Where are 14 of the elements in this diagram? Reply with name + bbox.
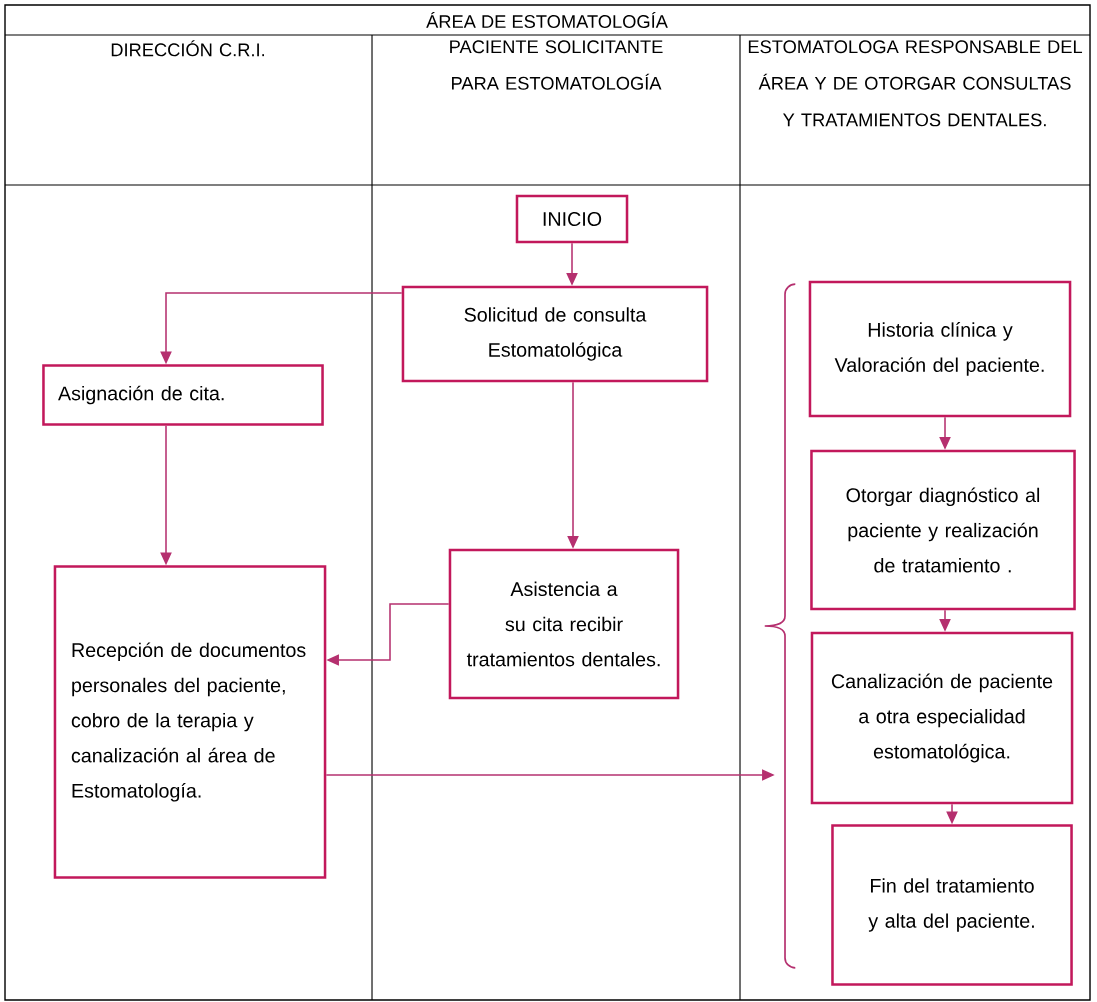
- column-header: DIRECCIÓN C.R.I.: [111, 40, 265, 57]
- process-box: Fin del tratamiento y alta del paciente.: [831, 824, 1073, 986]
- process-box: Otorgar diagnóstico al paciente y realización de tratamiento .: [810, 449, 1076, 611]
- column-header: ESTOMATOLOGA RESPONSABLE DEL ÁREA Y DE OTORGAR CONSULTAS Y TRATAMIENTOS DENTALES.: [748, 40, 1083, 127]
- process-box: Asignación de cita.: [42, 364, 324, 426]
- column-header: PACIENTE SOLICITANTE PARA ESTOMATOLOGÍA: [450, 40, 663, 90]
- process-box: Historia clínica y Valoración del paciente.: [808, 280, 1072, 418]
- process-box: Solicitud de consulta Estomatológica: [401, 285, 709, 383]
- table-title: ÁREA DE ESTOMATOLOGÍA: [426, 12, 668, 28]
- process-box: Asistencia a su cita recibir tratamientos dentales.: [448, 548, 680, 700]
- process-box: Canalización de paciente a otra especialidad estomatológica.: [810, 631, 1074, 805]
- process-box: INICIO: [515, 194, 629, 244]
- process-box: Recepción de documentos personales del paciente, cobro de la terapia y canalización al área de Estomatología.: [53, 565, 327, 879]
- curly-brace: [763, 283, 797, 969]
